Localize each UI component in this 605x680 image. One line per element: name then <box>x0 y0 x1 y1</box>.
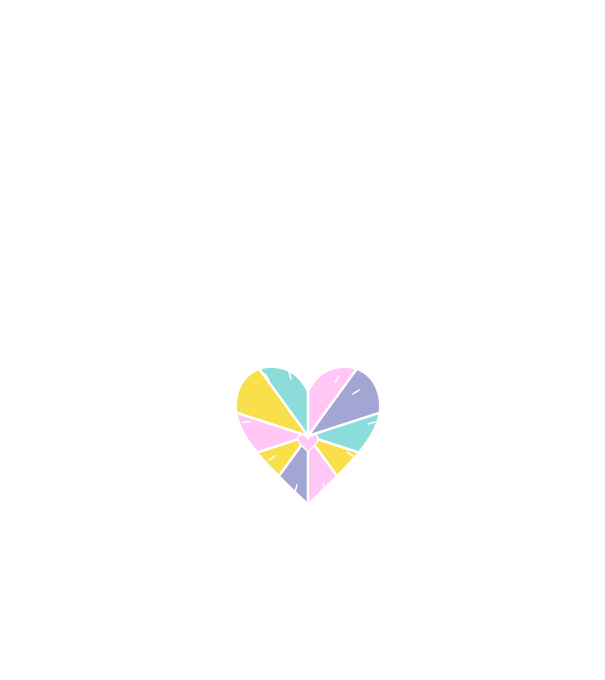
center-heart-icon <box>297 434 319 454</box>
edge-tick <box>288 371 292 380</box>
edge-tick <box>346 451 354 457</box>
edge-tick <box>322 482 326 491</box>
edge-tick <box>268 455 276 461</box>
edge-tick <box>264 373 270 381</box>
segmented-heart-graphic <box>237 368 379 503</box>
segment-divider <box>307 391 379 438</box>
heart-segment <box>237 436 308 503</box>
heart-segment <box>308 368 379 436</box>
segment-divider <box>237 391 309 438</box>
heart-segment <box>308 436 379 503</box>
edge-tick <box>294 484 298 493</box>
segment-divider <box>237 368 310 437</box>
edge-tick <box>367 421 376 425</box>
heart-segment <box>237 368 308 436</box>
edge-tick <box>352 389 360 395</box>
edge-tick <box>334 375 340 383</box>
heart-icon <box>233 364 383 506</box>
segment-divider <box>306 368 379 437</box>
